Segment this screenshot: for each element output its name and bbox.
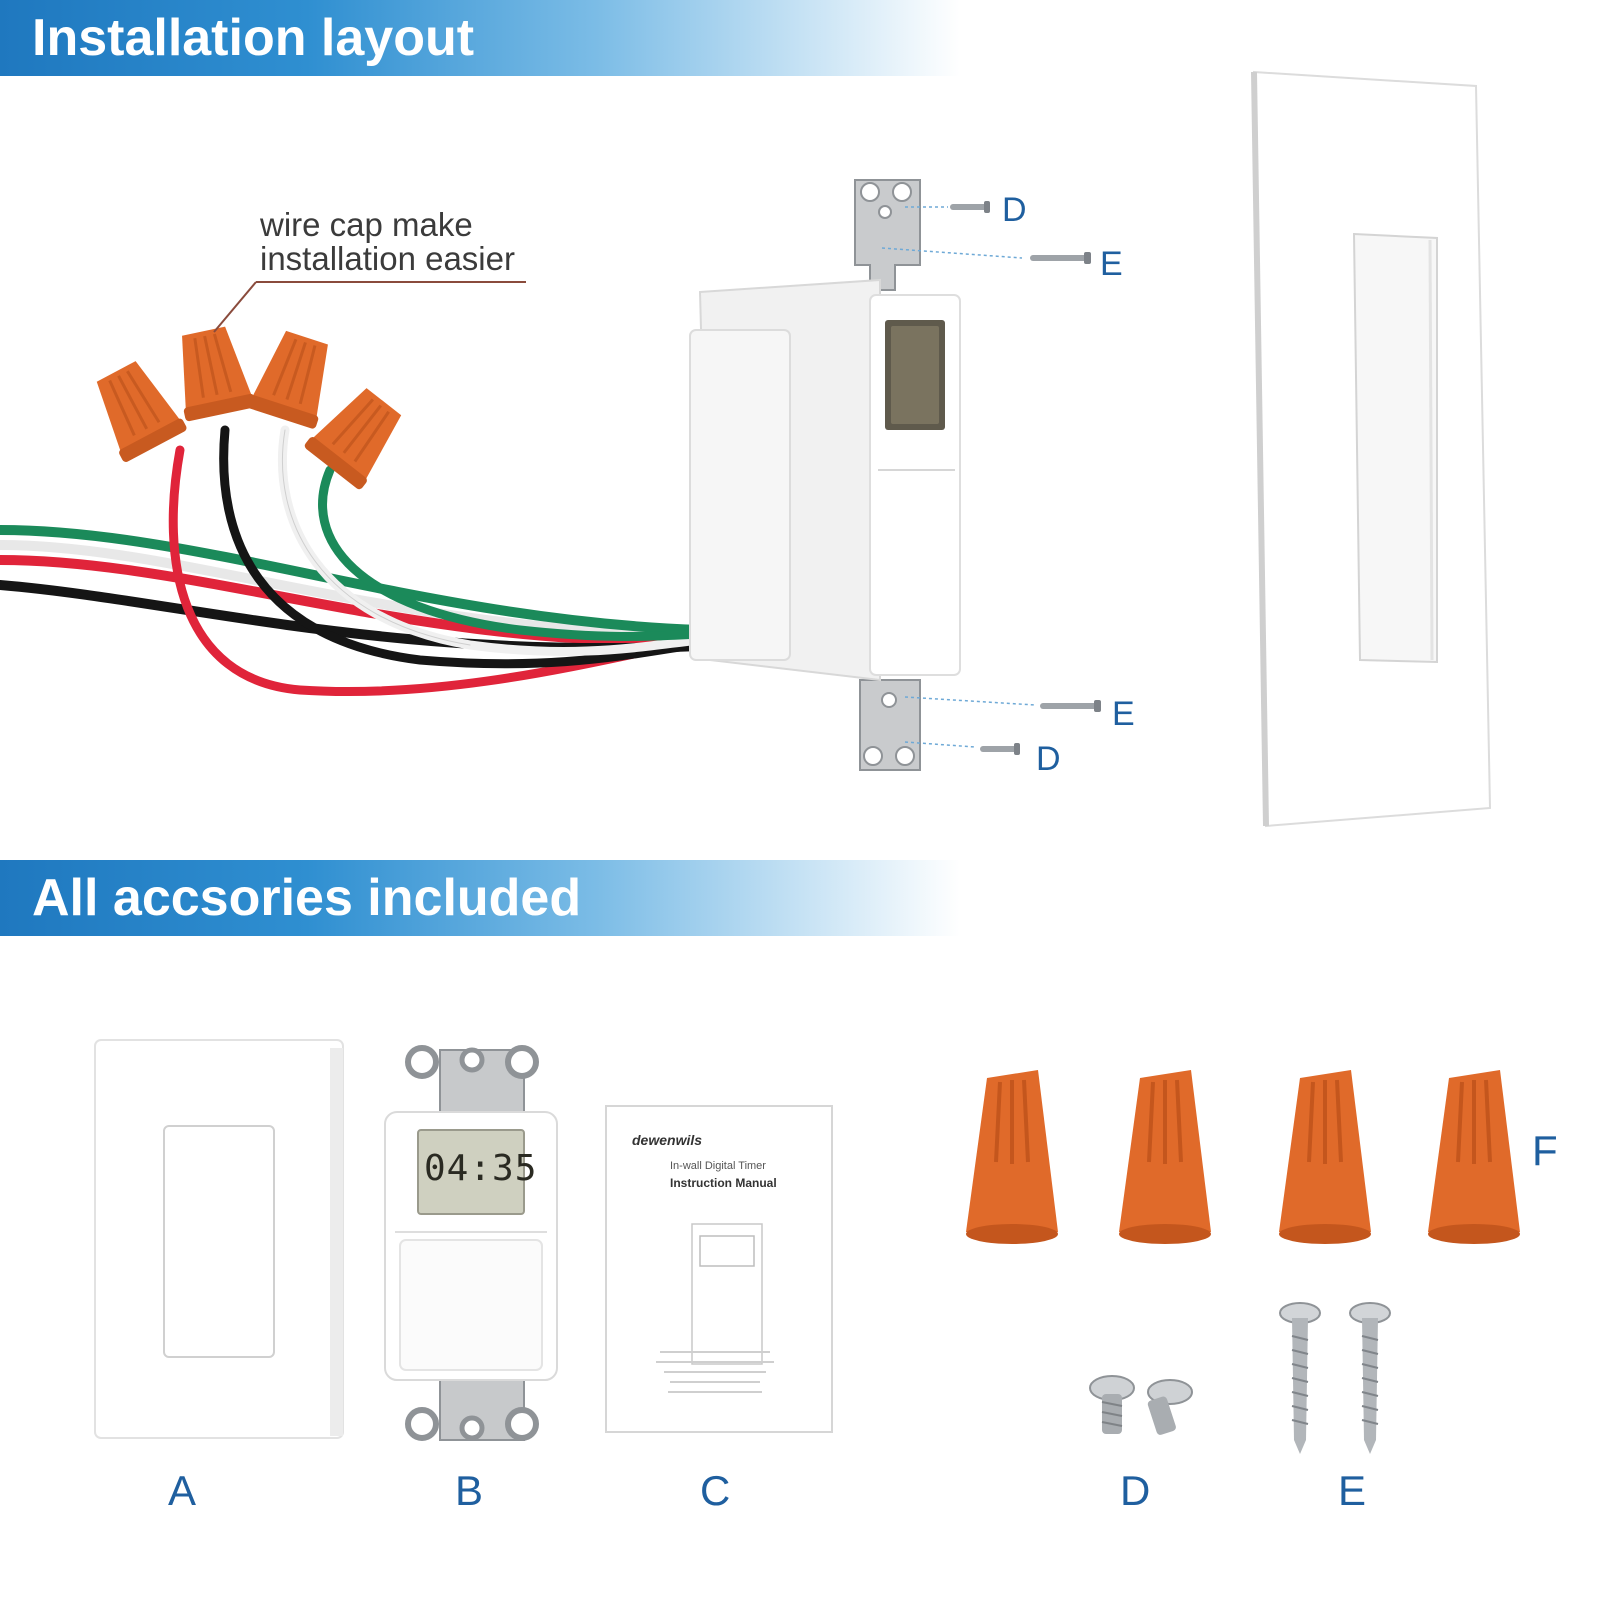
label-e-top: E	[1100, 245, 1123, 283]
screw-e-bottom-icon	[1040, 700, 1101, 712]
section-title-accessories: All accsories included	[32, 869, 582, 927]
callout-line-2: installation easier	[260, 240, 515, 277]
section-title-installation: Installation layout	[32, 9, 475, 67]
label-f: F	[1532, 1127, 1558, 1174]
wire-cap-1	[96, 361, 187, 462]
label-c: C	[700, 1467, 731, 1514]
wire-cap-callout: wire cap make installation easier	[260, 208, 515, 276]
accessory-a-wall-plate	[94, 1039, 344, 1439]
label-d-bottom: D	[1036, 740, 1061, 778]
wire-cap-2	[182, 326, 256, 422]
screw-guides	[881, 206, 1036, 748]
label-e-bottom: E	[1112, 695, 1135, 733]
accessory-c-manual	[605, 1105, 833, 1433]
screw-d-icon-1	[1089, 1375, 1135, 1434]
section-banner-accessories: All accsories included	[0, 860, 960, 936]
screw-e-top-icon	[1030, 252, 1091, 264]
screw-e-icon-2	[1349, 1302, 1391, 1454]
manual-brand: dewenwils	[632, 1132, 703, 1148]
wire-cap-3	[247, 330, 328, 429]
callout-line-1: wire cap make	[260, 206, 473, 243]
section-banner-installation: Installation layout	[0, 0, 960, 76]
manual-subtitle: Instruction Manual	[670, 1176, 777, 1190]
screw-d-top-icon	[950, 201, 990, 213]
screw-d-bottom-icon	[980, 743, 1020, 755]
label-e: E	[1338, 1467, 1367, 1514]
callout-underline	[256, 281, 526, 283]
wall-plate-top	[1251, 70, 1492, 828]
wire-cap-4	[304, 388, 402, 490]
screw-d-icon-2	[1147, 1379, 1193, 1435]
screw-e-icon-1	[1279, 1302, 1321, 1454]
label-a: A	[168, 1467, 197, 1514]
accessory-b-timer	[384, 1045, 558, 1441]
wire-bundle	[0, 425, 705, 697]
callout-leader	[213, 281, 257, 333]
timer-display-readout: 04:35	[424, 1148, 538, 1189]
label-b: B	[455, 1467, 484, 1514]
wire-cap-f3	[1279, 1070, 1371, 1244]
manual-title: In-wall Digital Timer	[670, 1160, 766, 1172]
label-d: D	[1120, 1467, 1151, 1514]
wire-cap-f2	[1119, 1070, 1211, 1244]
label-d-top: D	[1002, 191, 1027, 229]
timer-switch-top	[689, 179, 961, 771]
wire-cap-f1	[966, 1070, 1058, 1244]
wire-cap-f4	[1428, 1070, 1520, 1244]
